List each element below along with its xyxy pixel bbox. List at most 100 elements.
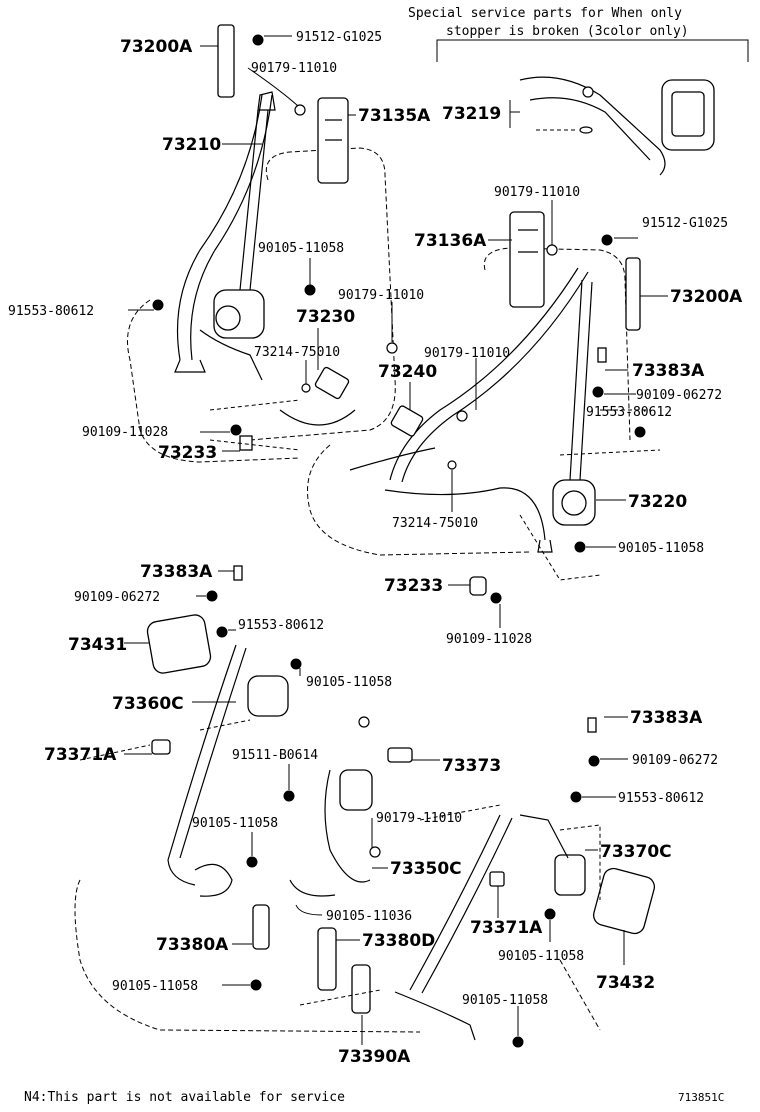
footer-note: N4:This part is not available for servic… bbox=[24, 1090, 345, 1105]
bolt-90105-a bbox=[304, 284, 316, 296]
bolt-90105-d bbox=[246, 856, 258, 868]
label-73350c: 73350C bbox=[390, 859, 462, 879]
nut-73214-b bbox=[447, 460, 457, 470]
label-73373: 73373 bbox=[442, 756, 501, 776]
rear-cover-73432 bbox=[592, 867, 656, 935]
label-73371a-left: 73371A bbox=[44, 745, 117, 765]
bolt-90109-11028-left bbox=[230, 424, 242, 436]
label-73380d: 73380D bbox=[362, 931, 435, 951]
label-90105-b: 90105-11058 bbox=[618, 541, 704, 556]
bolt-91553-left bbox=[152, 299, 164, 311]
rear-belts bbox=[146, 614, 656, 1041]
bolt-73371a-right bbox=[544, 908, 556, 920]
shoulder-belt-left bbox=[176, 94, 263, 361]
buckle-73390a bbox=[351, 964, 371, 1014]
bolt-91553-right bbox=[634, 426, 646, 438]
label-90109-11028-left: 90109-11028 bbox=[82, 425, 168, 440]
front-buckles bbox=[279, 366, 436, 471]
bolt-91553-low bbox=[570, 791, 582, 803]
buckle-73240 bbox=[390, 405, 424, 437]
label-91512-right: 91512-G1025 bbox=[642, 216, 728, 231]
shoulder-belt-right bbox=[389, 267, 579, 481]
lap-anchor-right bbox=[537, 539, 553, 553]
label-73220: 73220 bbox=[628, 492, 687, 512]
label-73371a-right: 73371A bbox=[470, 918, 543, 938]
label-73370c: 73370C bbox=[600, 842, 672, 862]
rear-right-lap-belt bbox=[394, 991, 476, 1041]
nut-73214-a bbox=[301, 383, 311, 393]
note-line-2: stopper is broken (3color only) bbox=[446, 24, 689, 39]
fasteners bbox=[152, 34, 646, 1048]
buckle-73230 bbox=[314, 366, 350, 400]
seat-outlines bbox=[74, 147, 631, 1033]
stopper-73383a-mid bbox=[233, 565, 243, 581]
center-retractor bbox=[339, 769, 373, 811]
label-73136a: 73136A bbox=[414, 231, 487, 251]
label-73214-b: 73214-75010 bbox=[392, 516, 478, 531]
rear-cushion-outline bbox=[74, 879, 421, 1033]
center-belt-lower bbox=[289, 879, 336, 897]
label-91553-right: 91553-80612 bbox=[586, 405, 672, 420]
nut-90179-e bbox=[369, 846, 381, 858]
nut-90179-d bbox=[456, 410, 468, 422]
label-73383a-right: 73383A bbox=[632, 361, 705, 381]
height-adjuster-left bbox=[217, 24, 235, 98]
inset-belt-upper bbox=[519, 76, 666, 176]
label-73240: 73240 bbox=[378, 362, 437, 382]
buckle-wire-73240 bbox=[349, 447, 436, 471]
bolt-90105-b bbox=[574, 541, 586, 553]
bolt-91511 bbox=[283, 790, 295, 802]
bolt-90109-06272-mid bbox=[206, 590, 218, 602]
height-adjuster-right bbox=[625, 257, 641, 331]
lap-belt-left bbox=[199, 329, 263, 381]
belt-anchor-upper-left bbox=[257, 91, 276, 111]
lap-anchor-left bbox=[174, 359, 206, 373]
bolt-91553-mid bbox=[216, 626, 228, 638]
label-73380a: 73380A bbox=[156, 935, 229, 955]
label-90179-c: 90179-11010 bbox=[338, 288, 424, 303]
nut-90179-b bbox=[546, 244, 558, 256]
label-91553-left: 91553-80612 bbox=[8, 304, 94, 319]
bolt-90109-06272-low bbox=[588, 755, 600, 767]
rear-cushion-right-outline bbox=[559, 959, 601, 1031]
clip-73373 bbox=[387, 747, 413, 763]
label-90105-f: 90105-11058 bbox=[112, 979, 198, 994]
pillar-garnish-right bbox=[509, 211, 545, 308]
note-line-1: Special service parts for When only bbox=[408, 6, 682, 21]
front-left-seatback-outline bbox=[249, 147, 396, 441]
special-service-note: Special service parts for When only stop… bbox=[408, 6, 749, 62]
front-right-cushion-outline bbox=[307, 444, 531, 556]
label-90105-d: 90105-11058 bbox=[192, 816, 278, 831]
label-90109-06272-mid: 90109-06272 bbox=[74, 590, 160, 605]
label-73431: 73431 bbox=[68, 635, 127, 655]
leader-lines bbox=[79, 35, 668, 1045]
stopper-inset bbox=[519, 76, 715, 176]
front-left-cushion-outline bbox=[127, 299, 301, 463]
buckle-73380d bbox=[317, 927, 337, 991]
label-90105-g: 90105-11058 bbox=[462, 993, 548, 1008]
label-73230: 73230 bbox=[296, 307, 355, 327]
rear-shoulder-belt-right bbox=[409, 814, 501, 991]
label-73233-left: 73233 bbox=[158, 443, 217, 463]
inset-retractor-inner bbox=[671, 91, 705, 137]
label-73219: 73219 bbox=[442, 104, 501, 124]
label-90109-06272-low: 90109-06272 bbox=[632, 753, 718, 768]
label-90179-e: 90179-11010 bbox=[376, 811, 462, 826]
label-73390a: 73390A bbox=[338, 1047, 411, 1067]
lap-belt-right bbox=[384, 487, 546, 541]
label-90179-d: 90179-11010 bbox=[424, 346, 510, 361]
bolt-91512-right bbox=[601, 234, 613, 246]
footer: N4:This part is not available for servic… bbox=[24, 1090, 724, 1105]
diagram-code: 713851C bbox=[678, 1091, 724, 1104]
label-91553-mid: 91553-80612 bbox=[238, 618, 324, 633]
bolt-90105-g bbox=[512, 1036, 524, 1048]
label-73383a-mid: 73383A bbox=[140, 562, 213, 582]
label-90179-b: 90179-11010 bbox=[494, 185, 580, 200]
label-90105-c: 90105-11058 bbox=[306, 675, 392, 690]
bolt-90105-e bbox=[250, 979, 262, 991]
buckle-73380a bbox=[252, 904, 270, 950]
rear-retractor-73370c bbox=[554, 854, 586, 896]
inset-stopper-button bbox=[582, 86, 594, 98]
stopper-73383a-low bbox=[587, 717, 597, 733]
